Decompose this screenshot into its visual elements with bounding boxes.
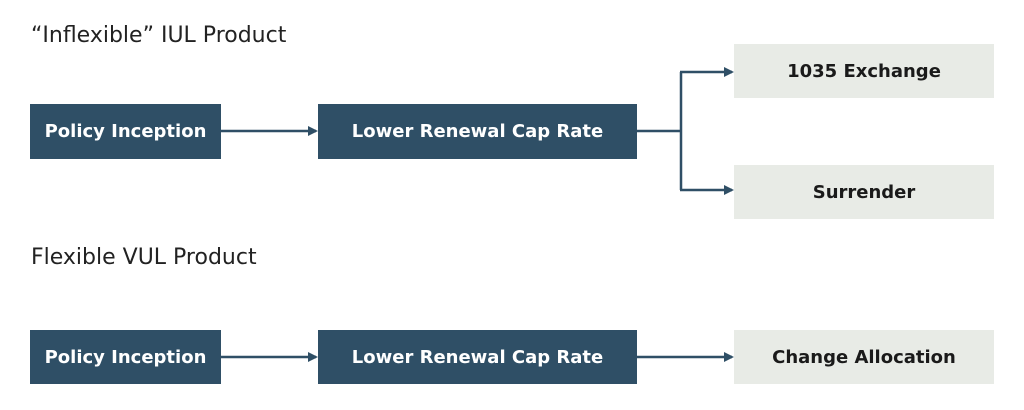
iul-lower-renewal-cap-rate-box: Lower Renewal Cap Rate <box>318 104 637 159</box>
iul-surrender-box: Surrender <box>734 165 994 219</box>
vul-policy-inception-box: Policy Inception <box>30 330 221 384</box>
iul-policy-inception-box: Policy Inception <box>30 104 221 159</box>
vul-change-allocation-box: Change Allocation <box>734 330 994 384</box>
vul-section-title: Flexible VUL Product <box>31 245 257 270</box>
iul-1035-exchange-box: 1035 Exchange <box>734 44 994 98</box>
vul-lower-renewal-cap-rate-box: Lower Renewal Cap Rate <box>318 330 637 384</box>
iul-section-title: “Inflexible” IUL Product <box>31 23 287 48</box>
